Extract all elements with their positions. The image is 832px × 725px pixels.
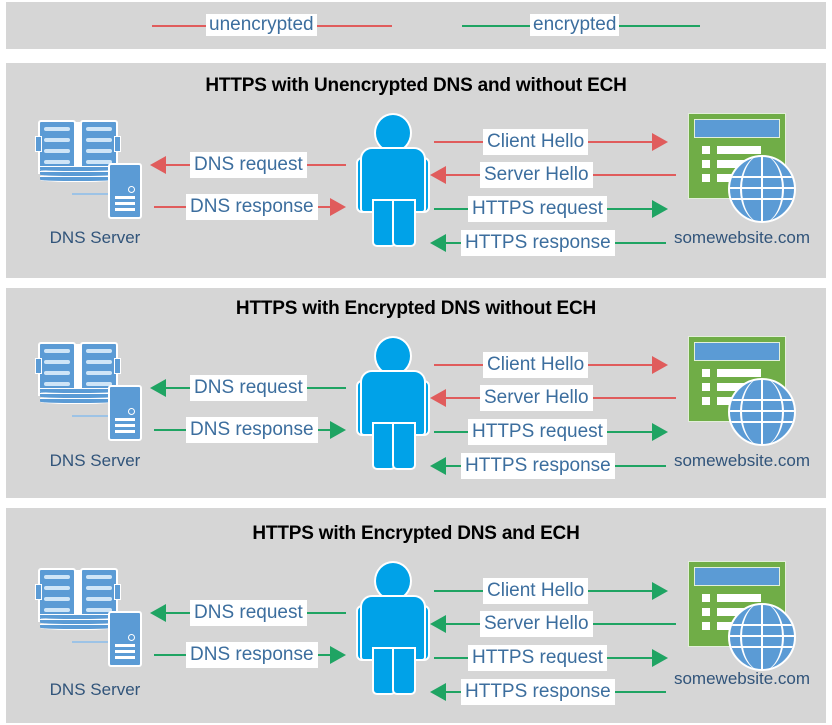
flow-label-https-request: HTTPS request <box>468 196 607 222</box>
server-power-dot <box>128 634 135 641</box>
website-label: somewebsite.com <box>673 669 811 688</box>
flow-arrow-server-hello <box>430 615 446 633</box>
book-spine <box>74 344 80 392</box>
flow-arrow-https-response <box>430 457 446 475</box>
user-head <box>374 113 412 153</box>
book-pages-edge <box>38 166 116 182</box>
book-icon <box>35 118 121 182</box>
flow-label-dns-response: DNS response <box>186 417 318 443</box>
panel-unencrypted-dns-no-ech: HTTPS with Unencrypted DNS and without E… <box>6 63 826 278</box>
panel-title: HTTPS with Unencrypted DNS and without E… <box>205 75 627 96</box>
website-icon <box>688 561 796 671</box>
flow-label-https-response: HTTPS response <box>461 230 615 256</box>
website-label: somewebsite.com <box>673 451 811 470</box>
flow-label-client-hello: Client Hello <box>483 129 589 155</box>
user-leg-right <box>392 199 416 247</box>
flow-arrow-server-hello <box>430 389 446 407</box>
server-wire <box>72 415 112 417</box>
flow-arrow-dns-request <box>150 604 166 622</box>
flow-arrow-dns-request <box>150 156 166 174</box>
legend-panel: unencrypted encrypted <box>6 2 826 49</box>
flow-label-dns-request: DNS request <box>190 152 307 178</box>
book-tab-right <box>114 358 121 374</box>
dns-server-label: DNS Server <box>49 228 141 247</box>
flow-label-server-hello: Server Hello <box>480 162 593 188</box>
panel-title: HTTPS with Encrypted DNS and ECH <box>252 523 580 544</box>
dns-server-label: DNS Server <box>49 680 141 699</box>
globe-icon <box>728 155 796 223</box>
flow-arrow-client-hello <box>652 133 668 151</box>
server-wire <box>72 193 112 195</box>
server-tower-icon <box>108 385 142 441</box>
browser-title-bar <box>694 342 780 361</box>
flow-arrow-dns-response <box>330 198 346 216</box>
book-icon <box>35 340 121 404</box>
flow-arrow-https-response <box>430 234 446 252</box>
server-power-dot <box>128 408 135 415</box>
flow-arrow-client-hello <box>652 582 668 600</box>
flow-label-https-request: HTTPS request <box>468 419 607 445</box>
website-icon <box>688 113 796 223</box>
panel-encrypted-dns-and-ech: HTTPS with Encrypted DNS and ECH <box>6 508 826 723</box>
globe-icon <box>728 603 796 671</box>
book-tab-right <box>114 584 121 600</box>
flow-label-client-hello: Client Hello <box>483 352 589 378</box>
browser-title-bar <box>694 567 780 586</box>
flow-label-dns-request: DNS request <box>190 375 307 401</box>
flow-arrow-server-hello <box>430 166 446 184</box>
dns-server-label: DNS Server <box>49 451 141 470</box>
book-icon <box>35 566 121 630</box>
user-leg-right <box>392 422 416 470</box>
user-leg-right <box>392 647 416 695</box>
panel-encrypted-dns-no-ech: HTTPS with Encrypted DNS without ECH <box>6 288 826 498</box>
book-spine <box>74 122 80 170</box>
book-tab-left <box>35 584 42 600</box>
flow-label-dns-response: DNS response <box>186 194 318 220</box>
dns-server-icon <box>35 118 148 223</box>
server-power-dot <box>128 186 135 193</box>
flow-label-https-response: HTTPS response <box>461 679 615 705</box>
book-tab-left <box>35 358 42 374</box>
flow-arrow-dns-response <box>330 421 346 439</box>
book-tab-left <box>35 136 42 152</box>
flow-label-https-response: HTTPS response <box>461 453 615 479</box>
browser-title-bar <box>694 119 780 138</box>
flow-label-client-hello: Client Hello <box>483 578 589 604</box>
flow-arrow-https-request <box>652 423 668 441</box>
dns-server-icon <box>35 340 148 445</box>
flow-arrow-https-request <box>652 200 668 218</box>
flow-label-server-hello: Server Hello <box>480 611 593 637</box>
website-icon <box>688 336 796 446</box>
user-icon <box>348 336 434 470</box>
flow-arrow-dns-response <box>330 646 346 664</box>
book-tab-right <box>114 136 121 152</box>
globe-icon <box>728 378 796 446</box>
flow-label-dns-response: DNS response <box>186 642 318 668</box>
flow-label-server-hello: Server Hello <box>480 385 593 411</box>
flow-label-https-request: HTTPS request <box>468 645 607 671</box>
flow-arrow-https-request <box>652 649 668 667</box>
legend-label-unencrypted: unencrypted <box>206 14 317 36</box>
server-wire <box>72 641 112 643</box>
flow-arrow-client-hello <box>652 356 668 374</box>
panel-title: HTTPS with Encrypted DNS without ECH <box>235 298 597 319</box>
book-spine <box>74 570 80 618</box>
user-icon <box>348 113 434 247</box>
dns-server-icon <box>35 566 148 671</box>
book-pages-edge <box>38 388 116 404</box>
user-icon <box>348 561 434 695</box>
book-pages-edge <box>38 614 116 630</box>
flow-arrow-https-response <box>430 683 446 701</box>
flow-arrow-dns-request <box>150 379 166 397</box>
legend-label-encrypted: encrypted <box>530 14 620 36</box>
website-label: somewebsite.com <box>673 228 811 247</box>
server-tower-icon <box>108 611 142 667</box>
flow-label-dns-request: DNS request <box>190 600 307 626</box>
server-tower-icon <box>108 163 142 219</box>
